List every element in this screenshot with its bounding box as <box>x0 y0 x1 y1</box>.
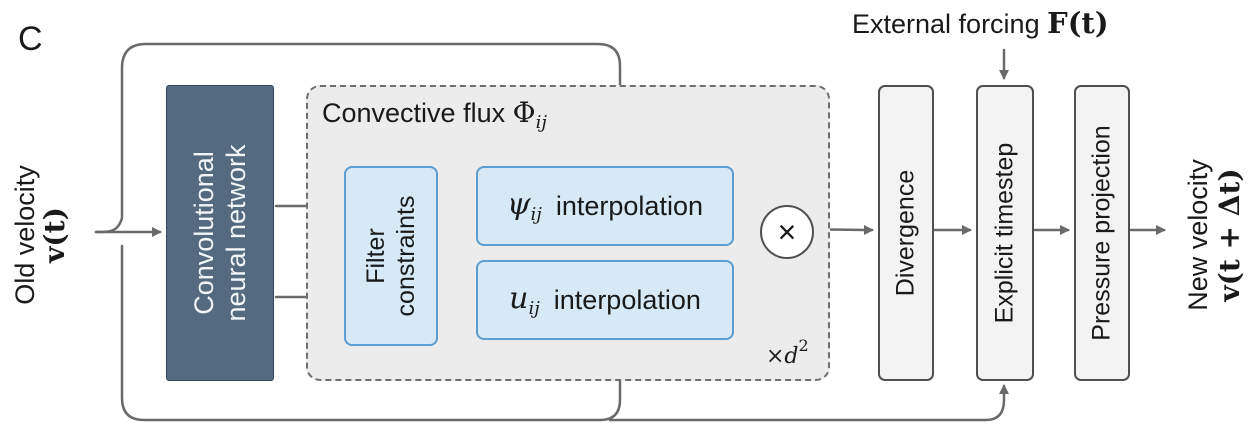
filter-constraints: Filter constraints <box>344 166 438 346</box>
divergence-label: Divergence <box>891 169 920 297</box>
psi-symbol: ψij <box>507 187 542 225</box>
repeat-label: ×d2 <box>766 336 809 369</box>
panel-letter: C <box>18 20 43 58</box>
cnn-line1: Convolutional <box>189 151 219 315</box>
forcing-symbol: F(t) <box>1047 6 1109 40</box>
input-brace <box>94 42 625 234</box>
u-interpolation: uij interpolation <box>476 260 734 340</box>
repeat-power: 2 <box>798 336 809 355</box>
output-symbol: v(t + Δt) <box>1213 168 1246 302</box>
flux-label: Convective flux <box>322 98 506 128</box>
cnn-line2: neural network <box>221 144 251 322</box>
input-label: Old velocity v(t) <box>0 120 80 350</box>
psi-interpolation: ψij interpolation <box>476 166 734 246</box>
filter-line1: Filter <box>362 228 390 284</box>
pressure-label: Pressure projection <box>1087 125 1116 341</box>
explicit-timestep-block: Explicit timestep <box>976 85 1034 381</box>
psi-label: interpolation <box>555 190 703 221</box>
output-text: New velocity <box>1183 159 1213 311</box>
multiply-symbol: × <box>777 214 797 250</box>
u-symbol: uij <box>509 281 540 319</box>
bypass-to-explicit <box>608 384 1009 422</box>
explicit-label: Explicit timestep <box>990 142 1019 324</box>
flux-symbol: Φ <box>512 96 536 129</box>
forcing-text: External forcing <box>852 9 1040 39</box>
repeat-text: ×d <box>766 344 799 369</box>
divergence-block: Divergence <box>878 85 934 381</box>
bypass-arrow <box>620 384 1004 408</box>
multiply-node: × <box>760 205 814 259</box>
flux-subscript: ij <box>535 112 547 133</box>
output-label: New velocity v(t + Δt) <box>1172 100 1256 370</box>
input-text: Old velocity <box>10 165 40 305</box>
u-label: interpolation <box>553 284 701 315</box>
cnn-block: Convolutional neural network <box>166 85 274 381</box>
pressure-projection-block: Pressure projection <box>1074 85 1130 381</box>
input-brace-lower <box>120 244 625 422</box>
forcing-label: External forcing F(t) <box>852 6 1109 40</box>
convective-flux-title: Convective flux Φij <box>322 96 547 133</box>
filter-line2: constraints <box>392 195 420 317</box>
input-symbol: v(t) <box>38 207 71 263</box>
